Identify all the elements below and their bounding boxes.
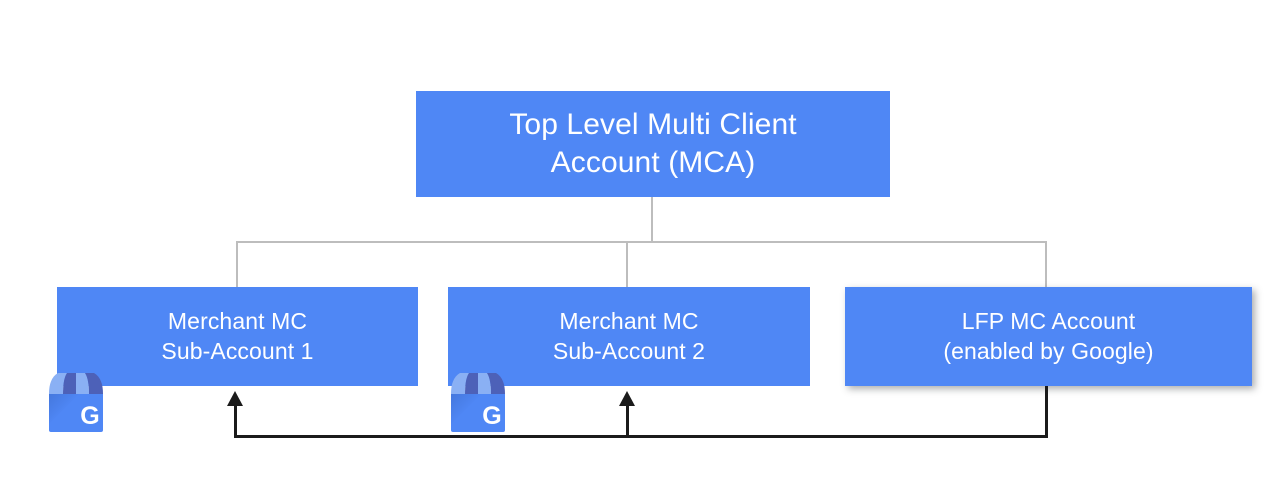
node-top-level-mca[interactable]: Top Level Multi Client Account (MCA)	[416, 91, 890, 197]
connector-drop-to-sub-account-2	[626, 241, 628, 288]
arrowhead-into-sub-account-2	[619, 391, 635, 406]
node-lfp-mc-account-label: LFP MC Account (enabled by Google)	[943, 308, 1154, 364]
node-merchant-mc-sub-account-1-label: Merchant MC Sub-Account 1	[161, 308, 314, 364]
google-business-profile-storefront-icon: G	[451, 373, 505, 432]
node-merchant-mc-sub-account-2-label: Merchant MC Sub-Account 2	[552, 308, 706, 364]
flow-line-horizontal	[234, 435, 1048, 438]
connector-horizontal-bus	[236, 241, 1047, 243]
connector-drop-to-lfp-account	[1045, 241, 1047, 288]
node-lfp-mc-account[interactable]: LFP MC Account (enabled by Google)	[845, 287, 1252, 386]
flow-line-to-sub-account-2	[626, 400, 629, 437]
flow-line-to-sub-account-1	[234, 400, 237, 437]
node-merchant-mc-sub-account-2[interactable]: Merchant MC Sub-Account 2	[448, 287, 810, 386]
node-top-level-mca-label: Top Level Multi Client Account (MCA)	[509, 107, 797, 179]
google-business-profile-storefront-icon: G	[49, 373, 103, 432]
google-g-glyph: G	[80, 402, 99, 430]
flow-line-from-lfp-account	[1045, 386, 1048, 438]
node-merchant-mc-sub-account-1[interactable]: Merchant MC Sub-Account 1	[57, 287, 418, 386]
connector-drop-to-sub-account-1	[236, 241, 238, 288]
google-g-glyph: G	[482, 402, 501, 430]
connector-mca-stem	[651, 197, 653, 242]
arrowhead-into-sub-account-1	[227, 391, 243, 406]
